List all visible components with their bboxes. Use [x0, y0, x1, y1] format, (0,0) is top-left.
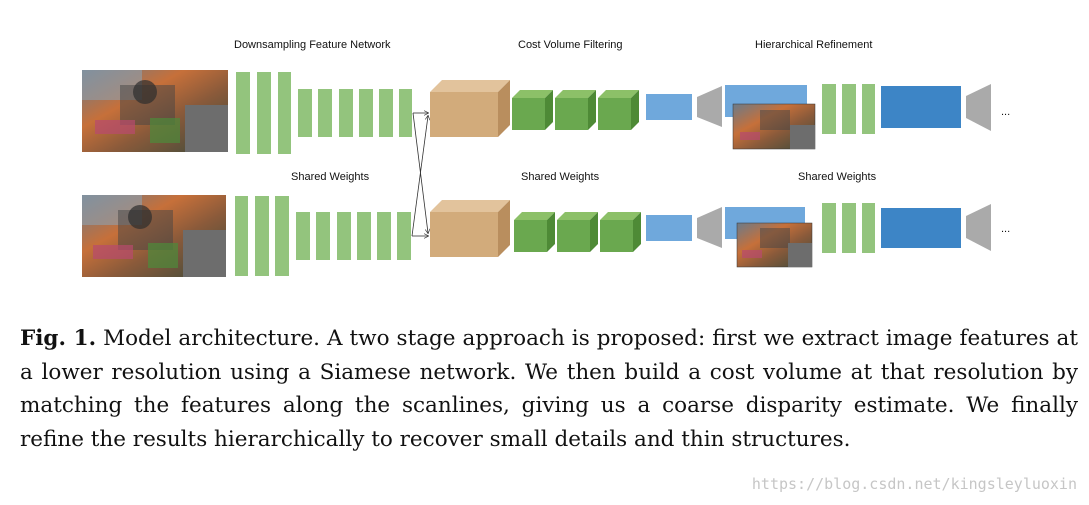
cost-volume-cube-bottom	[430, 200, 510, 257]
refinement-conv-layers-bottom	[822, 203, 875, 253]
right-input-image	[82, 195, 226, 277]
cost-filter-cubes	[512, 90, 639, 130]
downsampling-label: Downsampling Feature Network	[234, 39, 391, 51]
refinement-guide-image-bottom	[736, 222, 813, 268]
refined-disparity-bottom	[881, 208, 961, 248]
cost-volume-label: Cost Volume Filtering	[518, 39, 623, 51]
shared-weights-label-2: Shared Weights	[521, 171, 600, 183]
upsample-trapezoid	[697, 86, 722, 127]
ellipsis-bottom: ...	[1001, 223, 1011, 235]
coarse-disparity-bottom	[646, 215, 692, 241]
ellipsis-top: ...	[1001, 106, 1011, 118]
upsample-trapezoid-2	[966, 84, 991, 131]
refinement-guide-image	[732, 103, 816, 150]
architecture-diagram	[82, 70, 991, 277]
refinement-conv-layers	[822, 84, 875, 134]
refined-disparity	[881, 86, 961, 128]
figure-caption: Fig. 1. Model architecture. A two stage …	[20, 322, 1078, 456]
shared-weights-label-3: Shared Weights	[798, 171, 877, 183]
cost-filter-cubes-bottom	[514, 212, 641, 252]
watermark: https://blog.csdn.net/kingsleyluoxin	[751, 475, 1077, 493]
upsample-trapezoid-bottom-2	[966, 204, 991, 251]
refinement-label: Hierarchical Refinement	[755, 39, 873, 51]
top-branch	[82, 70, 991, 154]
matching-arrows	[411, 113, 428, 236]
shared-weights-label-1: Shared Weights	[291, 171, 370, 183]
caption-text: Model architecture. A two stage approach…	[20, 326, 1078, 452]
caption-label: Fig. 1.	[20, 326, 97, 351]
downsampling-conv-layers-shared	[235, 196, 411, 276]
bottom-branch	[82, 195, 991, 277]
cost-volume-cube	[430, 80, 510, 137]
left-input-image	[82, 70, 228, 152]
upsample-trapezoid-bottom	[697, 207, 722, 248]
coarse-disparity	[646, 94, 692, 120]
downsampling-conv-layers	[236, 72, 412, 154]
